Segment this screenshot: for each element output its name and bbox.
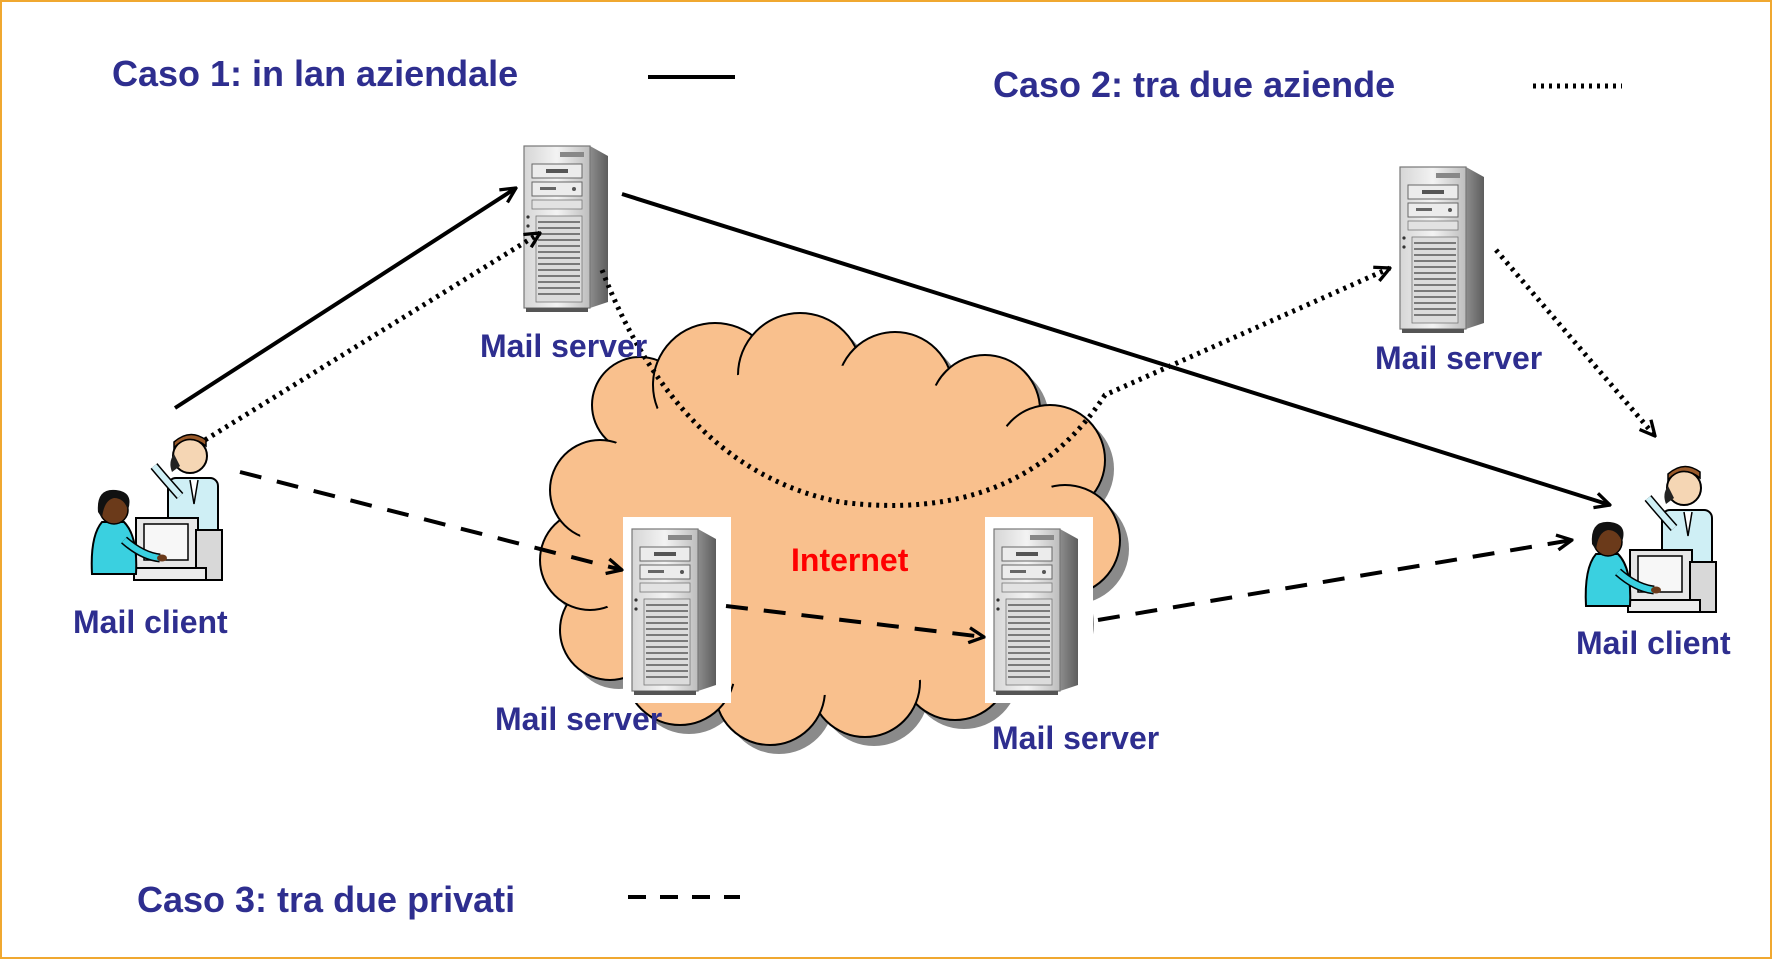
arrow-icon [203, 230, 540, 443]
server-icon [1399, 166, 1485, 333]
arrow-icon [621, 192, 1610, 505]
server-label-cloud-left: Mail server [495, 701, 663, 737]
legend-case-2: Caso 2: tra due aziende [993, 64, 1396, 105]
server-label-cloud-right: Mail server [992, 720, 1160, 756]
client-label-right: Mail client [1576, 625, 1731, 661]
legend-case-3: Caso 3: tra due privati [137, 879, 516, 920]
server-icon [523, 145, 609, 312]
server-label-top-left: Mail server [480, 328, 648, 364]
arrow-icon [599, 268, 1390, 508]
legend-case-1: Caso 1: in lan aziendale [112, 53, 519, 94]
arrow-icon [1494, 248, 1655, 436]
server-icon [630, 527, 718, 697]
server-label-top-right: Mail server [1375, 340, 1543, 376]
server-icon [992, 527, 1080, 697]
arrow-icon [725, 604, 984, 637]
client-label-left: Mail client [73, 604, 228, 640]
arrow-icon [239, 470, 622, 570]
internet-label: Internet [791, 542, 909, 578]
arrow-icon [1097, 540, 1572, 622]
arrow-icon [173, 188, 516, 410]
